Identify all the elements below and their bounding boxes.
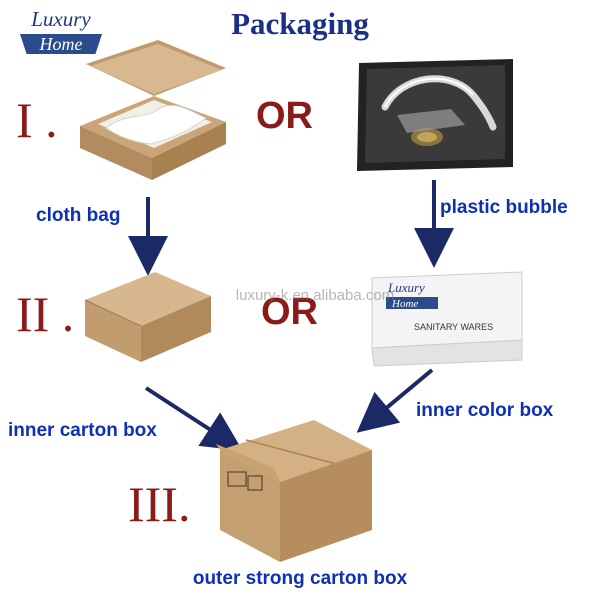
label-cloth-bag: cloth bag — [36, 205, 121, 226]
watermark-text: luxury-k.en.alibaba.com — [235, 287, 395, 304]
or-label-top: OR — [256, 95, 313, 137]
brand-logo: Luxury Home — [14, 8, 108, 56]
closed-kraft-inner-box — [84, 272, 211, 362]
inner-color-box: Luxury Home SANITARY WARES — [371, 271, 523, 367]
label-plastic-bubble: plastic bubble — [440, 197, 568, 218]
black-box-plastic-bubble — [357, 59, 513, 171]
logo-text-bottom: Home — [39, 34, 83, 54]
logo-text-top: Luxury — [31, 7, 91, 31]
color-box-brand-top: Luxury — [387, 280, 425, 295]
label-outer-carton-box: outer strong carton box — [192, 568, 408, 589]
step-one-numeral: I . — [16, 92, 58, 148]
color-box-brand-bottom: Home — [391, 298, 418, 310]
step-two-numeral: II . — [16, 286, 75, 342]
outer-strong-carton-box — [216, 420, 372, 562]
or-label-middle: OR — [261, 291, 318, 333]
page-title: Packaging — [231, 6, 369, 41]
label-inner-color-box: inner color box — [416, 400, 554, 421]
arrow-step2-right — [356, 368, 434, 433]
color-box-caption: SANITARY WARES — [414, 322, 493, 332]
step-three-numeral: III. — [128, 476, 191, 532]
logo-banner — [20, 34, 102, 54]
open-kraft-box-with-cloth — [80, 40, 226, 180]
label-inner-carton-box: inner carton box — [8, 420, 157, 441]
arrow-step2-left — [144, 386, 243, 451]
